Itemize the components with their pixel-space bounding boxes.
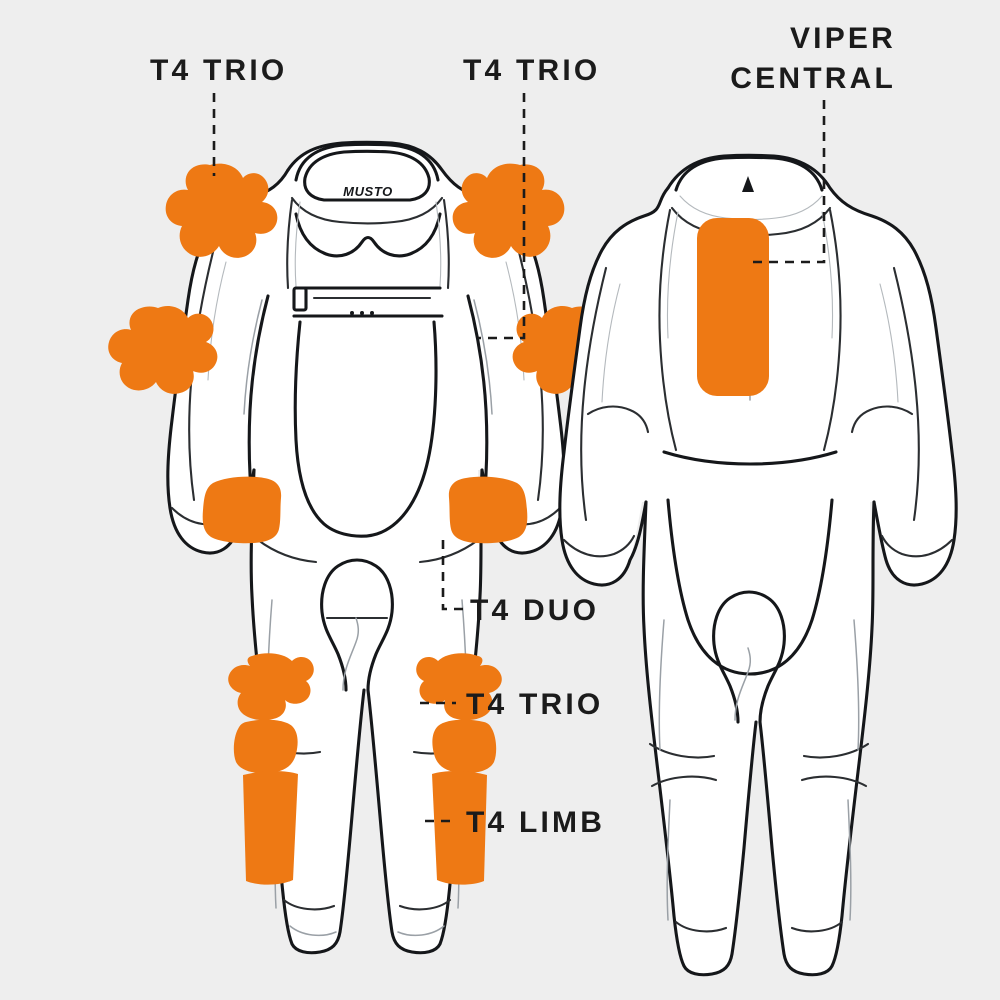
back-shin-crease-right <box>847 799 852 921</box>
back-arm-seam-left <box>580 266 608 522</box>
back-crotch-inner <box>734 647 752 721</box>
front-foot-left <box>289 925 337 937</box>
front-crotch-gusset <box>320 558 394 692</box>
leader-lines <box>212 93 826 823</box>
front-chest-tab <box>292 286 308 312</box>
back-arm-crease-left <box>601 283 621 403</box>
label-knee-trio: T4 TRIO <box>466 688 603 721</box>
hip-pad-right <box>448 476 528 544</box>
back-ankle-right <box>790 920 844 933</box>
front-collar <box>294 142 440 182</box>
front-outline <box>286 140 566 555</box>
back-waist-panel <box>662 450 838 466</box>
back-arm-seam-right <box>892 266 920 522</box>
back-knee-seam-left <box>648 742 716 759</box>
back-knee-panel-right <box>800 775 868 788</box>
front-collar-base <box>290 196 444 225</box>
front-shoulder-seam-right <box>442 198 450 290</box>
leader-elbow-trio <box>478 93 526 340</box>
back-outline-left-arm <box>558 186 670 587</box>
hip-pad-left <box>202 476 282 544</box>
front-chest-yoke <box>294 212 442 258</box>
label-shin-limb: T4 LIMB <box>466 806 605 839</box>
back-shin-crease-left <box>666 799 671 921</box>
back-knee-seam-right <box>802 742 870 759</box>
label-viper-central-line1: VIPER <box>790 22 896 55</box>
brand-logo: MUSTO <box>343 184 393 199</box>
front-view: MUSTO <box>108 140 622 955</box>
front-ankle-right <box>398 898 452 911</box>
back-collar <box>674 155 824 192</box>
back-thigh-crease-left <box>658 619 665 751</box>
back-nape-tab <box>742 176 754 192</box>
front-dot-3 <box>370 311 374 315</box>
front-side-seam-right-b <box>473 299 493 415</box>
label-elbow-trio: T4 TRIO <box>463 54 600 87</box>
back-elbow-panel-right <box>850 405 914 434</box>
back-arm-crease-right <box>879 283 899 403</box>
front-outline-left-leg <box>249 468 366 955</box>
front-outline-right-leg <box>366 468 484 955</box>
label-viper-central-line2: CENTRAL <box>730 62 896 95</box>
leader-viper-central <box>748 100 826 264</box>
elbow-pad-left <box>108 306 218 394</box>
back-outline-right-leg <box>758 500 876 977</box>
back-view <box>558 153 958 977</box>
back-yoke-right <box>822 208 842 452</box>
back-ankle-left <box>674 920 728 933</box>
front-torso-panel <box>293 320 438 538</box>
front-hip-seam-right <box>418 538 480 564</box>
shin-pad-left <box>243 771 298 885</box>
front-collar-fill <box>295 144 439 212</box>
front-shoulder-seam-left-b <box>294 201 301 287</box>
front-hip-seam-left <box>256 538 318 564</box>
front-shoulder-seam-right-b <box>435 201 442 287</box>
back-elbow-panel-left <box>586 405 650 434</box>
front-foot-right <box>397 925 445 937</box>
leader-hip-duo <box>441 540 466 611</box>
back-outline-left-leg <box>641 500 758 977</box>
label-hip-duo: T4 DUO <box>470 594 599 627</box>
front-collar-inner <box>303 149 431 202</box>
spine-pad <box>697 218 769 396</box>
back-crotch <box>712 590 786 724</box>
front-ankle-left <box>282 898 336 911</box>
back-cuff-left <box>562 534 636 558</box>
back-seat-panel <box>666 498 834 676</box>
back-thigh-crease-right <box>853 619 860 751</box>
knee-pad-left <box>228 653 314 774</box>
back-yoke-left <box>658 208 678 452</box>
back-outline-right <box>666 153 958 587</box>
back-yoke-left-b <box>666 211 679 339</box>
back-cuff-right <box>880 534 954 558</box>
front-dot-1 <box>350 311 354 315</box>
shoulder-pad-left <box>165 163 278 258</box>
shin-pad-right <box>432 771 487 885</box>
labels: T4 TRIO T4 TRIO VIPER CENTRAL T4 DUO T4 … <box>150 22 896 839</box>
front-crotch-inner <box>342 617 360 691</box>
front-dot-2 <box>360 311 364 315</box>
shoulder-pad-right <box>452 163 565 258</box>
front-side-seam-left-b <box>243 299 263 415</box>
knee-pad-right <box>416 653 502 774</box>
front-shoulder-seam-left <box>286 198 294 290</box>
back-yoke-right-b <box>821 211 834 339</box>
label-shoulder-trio: T4 TRIO <box>150 54 287 87</box>
front-suit-body <box>167 142 565 953</box>
back-knee-panel-left <box>650 775 718 788</box>
